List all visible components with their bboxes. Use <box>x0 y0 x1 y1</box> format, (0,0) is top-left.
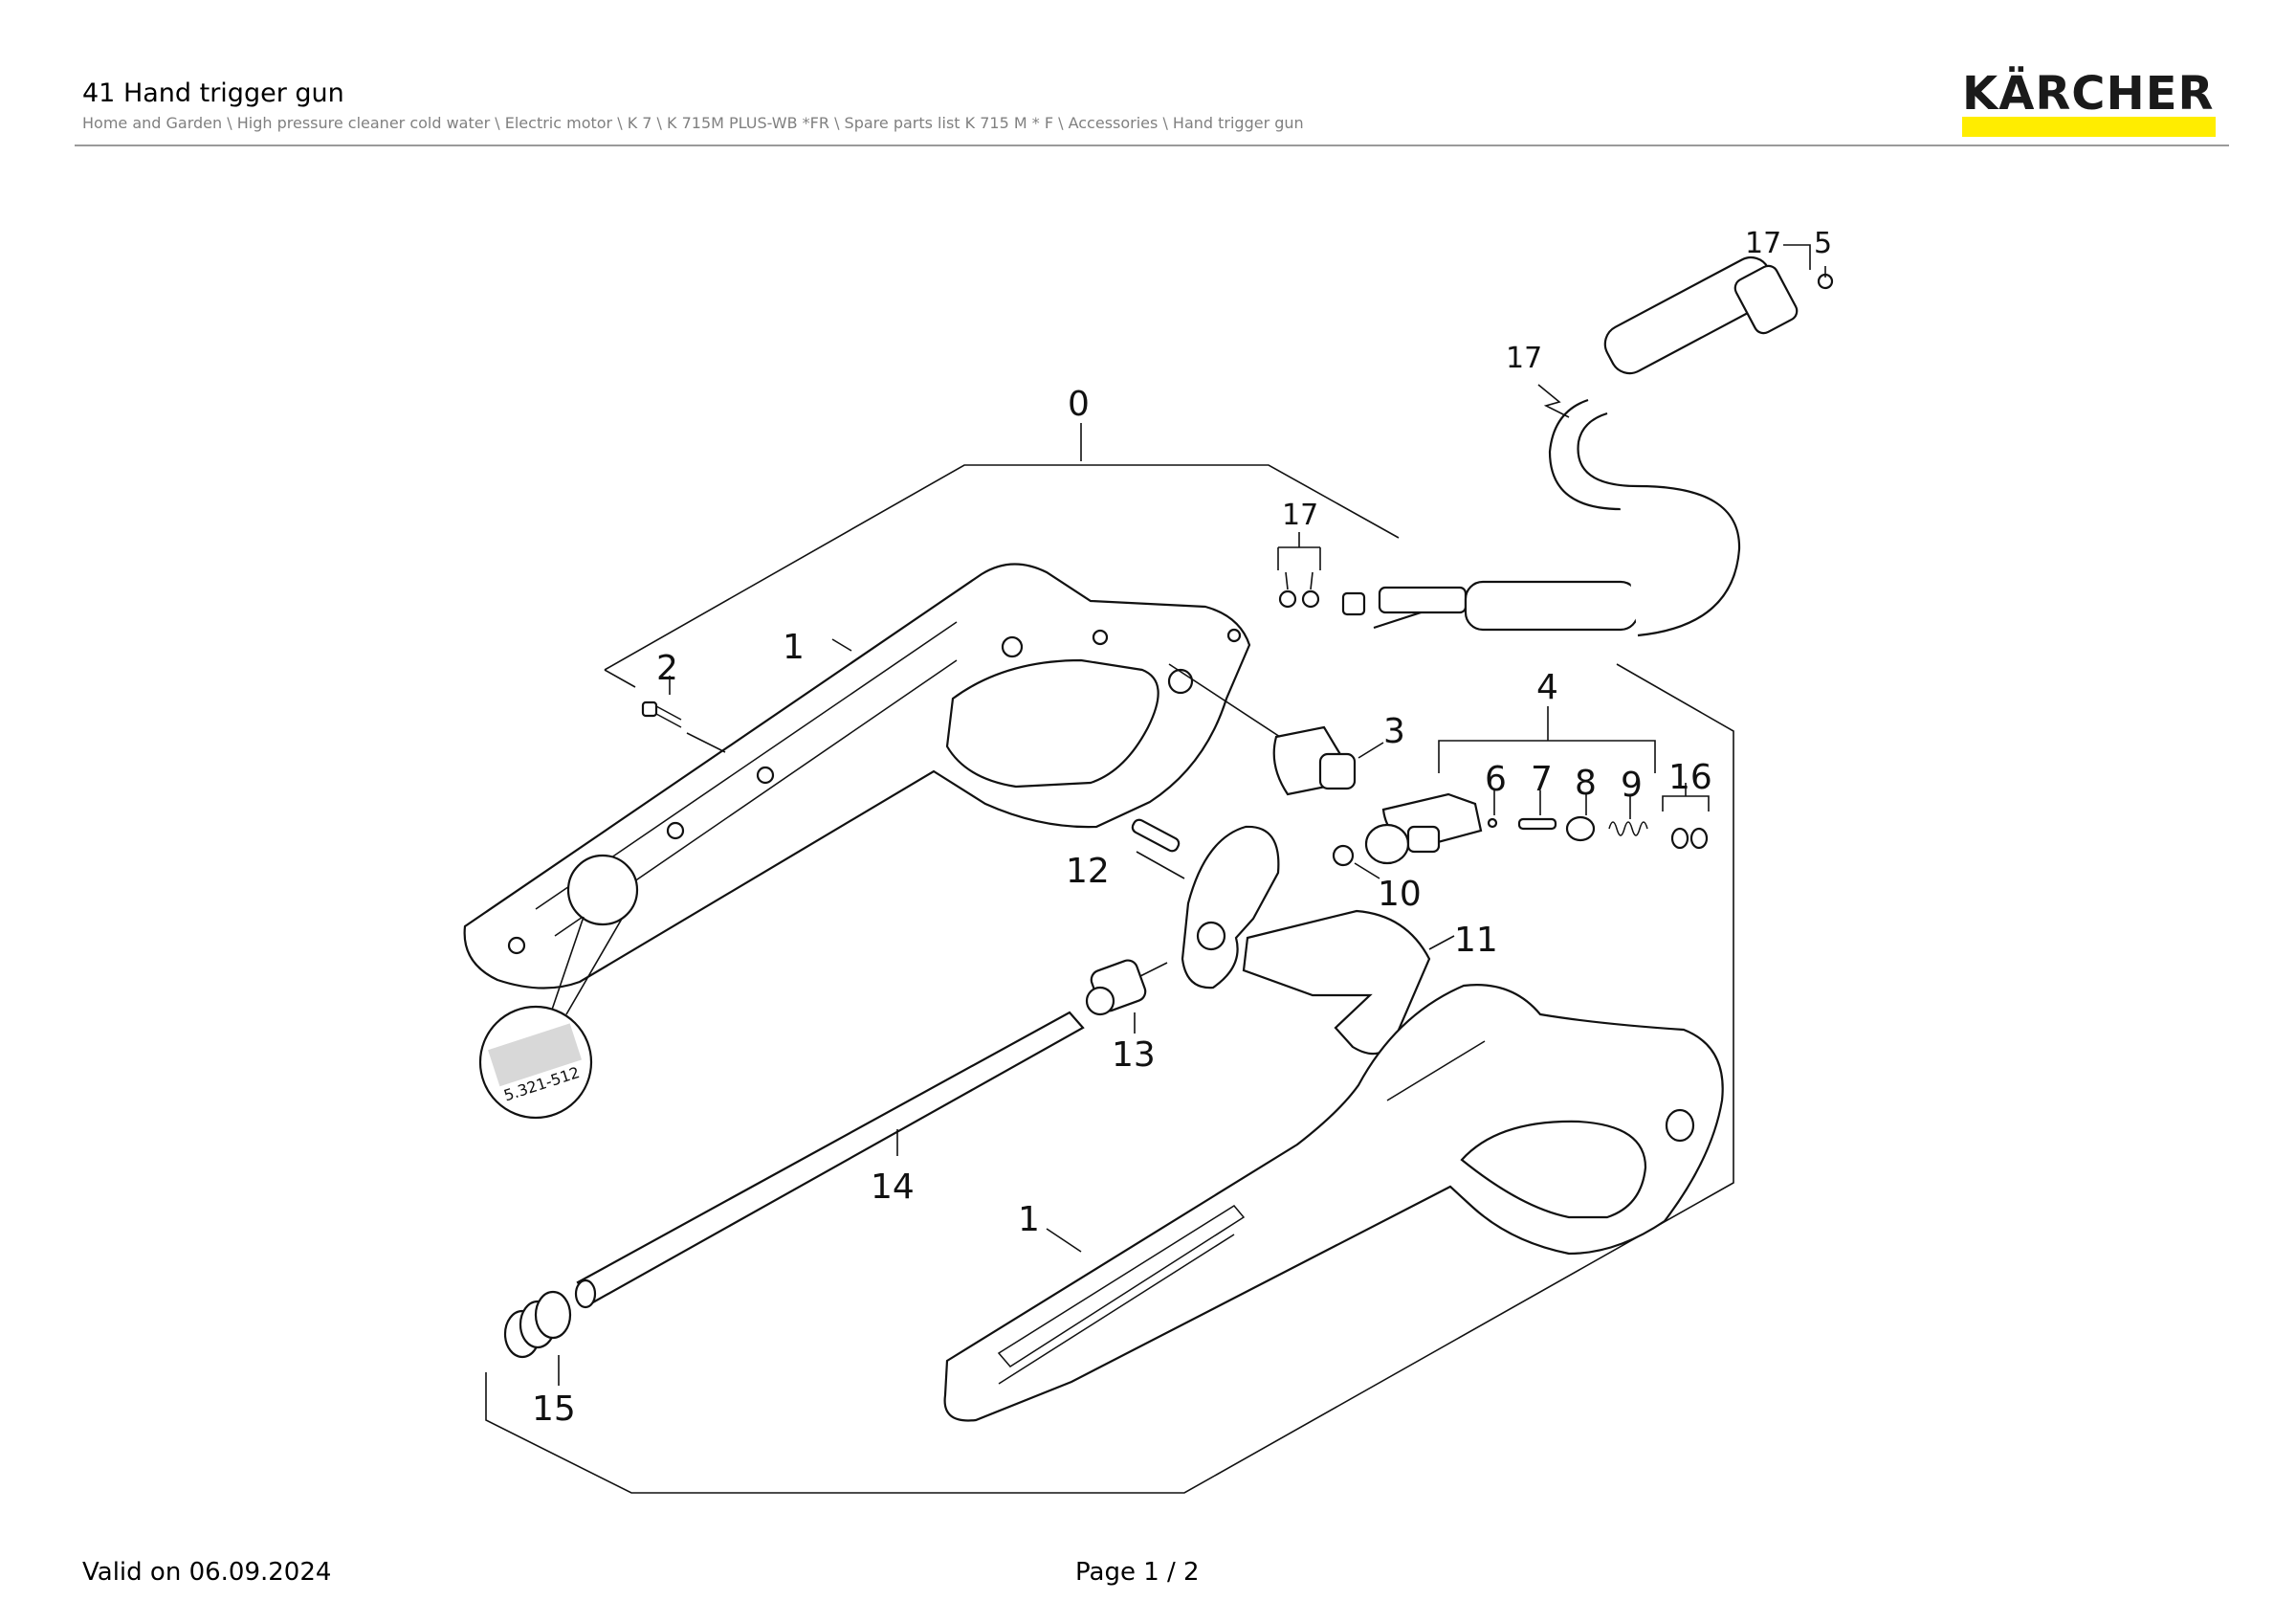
callout-3: 3 <box>1383 712 1405 751</box>
valve-block-part-4 <box>1364 792 1483 865</box>
spring-part-15 <box>503 1290 572 1359</box>
brand-logo-bar <box>1962 117 2216 137</box>
callout-1-upper: 1 <box>783 628 805 667</box>
detail-pointer <box>550 916 623 1015</box>
footer-valid-date: Valid on 06.09.2024 <box>82 1558 332 1587</box>
callout-10: 10 <box>1378 875 1422 914</box>
callout-5: 5 <box>1814 227 1832 260</box>
header-divider <box>75 145 2229 146</box>
hose-part-5 <box>1341 256 1834 637</box>
callout-11: 11 <box>1454 921 1498 960</box>
callout-bracket-4 <box>1438 706 1656 773</box>
callout-1-lower: 1 <box>1018 1200 1040 1239</box>
gun-shell-left <box>463 563 1251 989</box>
rod-part-14 <box>574 1011 1085 1309</box>
pin-part-12 <box>1131 818 1181 853</box>
bushing-part-13 <box>1085 959 1147 1016</box>
screw-part-2 <box>641 700 682 728</box>
callout-bracket-16 <box>1662 783 1710 812</box>
detail-spot <box>566 854 639 926</box>
page-title: 41 Hand trigger gun <box>82 78 344 108</box>
gun-shell-right <box>943 984 1724 1422</box>
callout-17-hose-mid: 17 <box>1506 342 1542 375</box>
o-ring-part-10 <box>1332 844 1355 867</box>
detail-label-plate <box>488 1023 583 1087</box>
spring-part-9 <box>1608 821 1648 836</box>
trigger-part-11 <box>1181 825 1431 1056</box>
callout-14: 14 <box>871 1167 915 1207</box>
ball-part-6 <box>1487 817 1498 829</box>
callout-13: 13 <box>1112 1035 1156 1075</box>
breadcrumb: Home and Garden \ High pressure cleaner … <box>82 114 1304 132</box>
callout-9: 9 <box>1621 766 1643 805</box>
brand-logo: KÄRCHER <box>1962 67 2216 138</box>
callout-17-o-rings: 17 <box>1282 499 1318 532</box>
assembly-frame <box>485 464 1734 1494</box>
callout-16: 16 <box>1668 758 1712 797</box>
o-ring-17a <box>1278 589 1297 609</box>
brand-logo-text: KÄRCHER <box>1962 67 2215 121</box>
pin-part-7 <box>1517 817 1557 831</box>
callout-17-hose-end: 17 <box>1745 227 1781 260</box>
callout-15: 15 <box>532 1390 576 1429</box>
callout-4: 4 <box>1536 668 1558 707</box>
seat-part-8 <box>1565 815 1596 842</box>
callout-0: 0 <box>1068 385 1090 424</box>
callout-8: 8 <box>1575 764 1597 803</box>
callout-2: 2 <box>656 649 678 688</box>
footer-page-number: Page 1 / 2 <box>1075 1558 1200 1587</box>
callout-6: 6 <box>1485 760 1507 799</box>
o-ring-17b <box>1301 589 1320 609</box>
callout-7: 7 <box>1531 760 1553 799</box>
connector-part-3 <box>1272 725 1357 796</box>
o-rings-part-16 <box>1670 827 1709 850</box>
callout-12: 12 <box>1066 852 1110 891</box>
frame-end <box>604 669 636 688</box>
